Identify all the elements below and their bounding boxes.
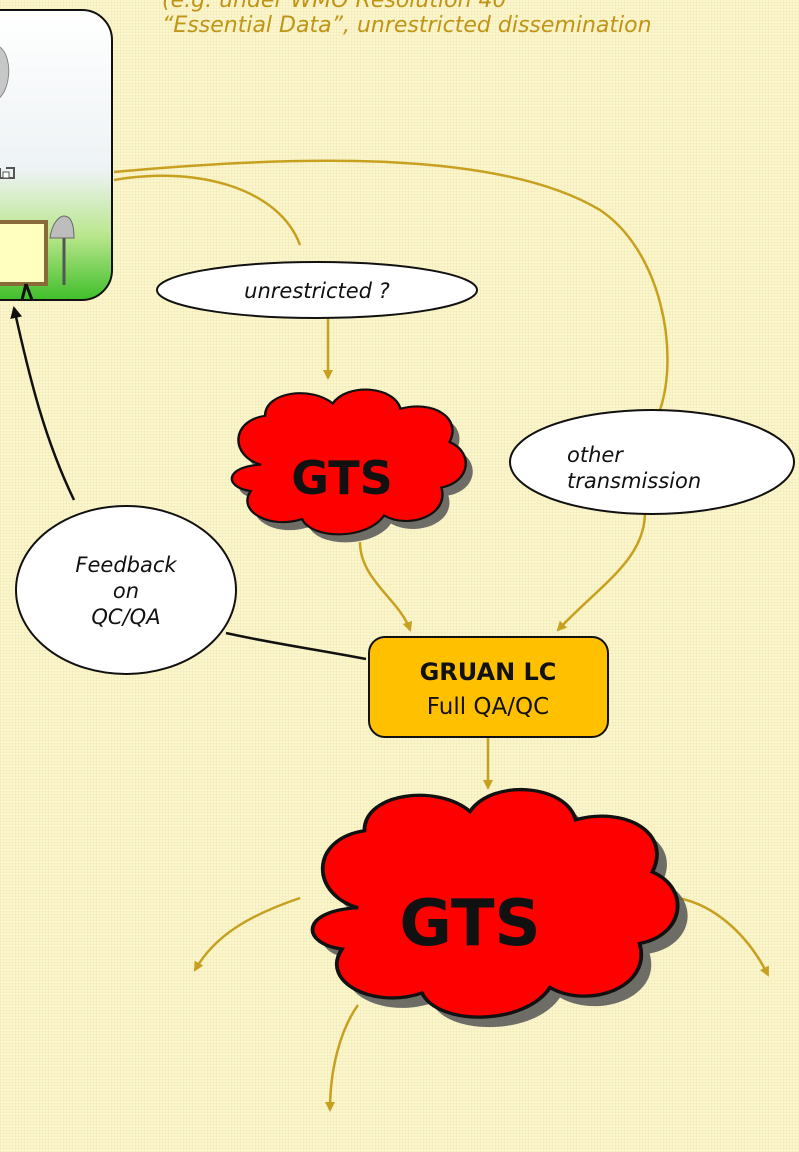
flow-station-to-other bbox=[113, 159, 669, 411]
sensor-box bbox=[0, 167, 15, 179]
gruan-lc-box: GRUAN LC Full QA/QC bbox=[368, 636, 609, 738]
flow-station-to-unrestricted bbox=[113, 174, 302, 246]
data-flows bbox=[113, 159, 770, 1112]
balloon bbox=[0, 46, 10, 99]
station-illustration bbox=[0, 9, 113, 301]
qcqa-label: QC/QA bbox=[91, 605, 160, 629]
gts-cloud-top: GTS bbox=[230, 388, 473, 543]
gts-bottom-label: GTS bbox=[399, 887, 540, 961]
unrestricted-label: unrestricted ? bbox=[244, 279, 390, 303]
lc-subtitle: Full QA/QC bbox=[427, 694, 549, 720]
flow-out-bottom bbox=[325, 1004, 360, 1112]
feedback-label: Feedback bbox=[75, 553, 177, 577]
gts-top-label: GTS bbox=[291, 451, 392, 505]
flow-out-right bbox=[677, 896, 770, 977]
other-transmission-node: other transmission bbox=[509, 409, 795, 515]
flow-out-left bbox=[193, 896, 301, 972]
feedback-lines bbox=[10, 306, 367, 661]
feedback-node: Feedback on QC/QA bbox=[15, 505, 237, 675]
feedback-to-station bbox=[10, 306, 76, 501]
on-label: on bbox=[113, 579, 139, 603]
flow-other-to-lc bbox=[556, 511, 647, 632]
feedback-from-lc bbox=[225, 631, 367, 661]
header-line-1: (e.g. under WMO Resolution 40 bbox=[162, 0, 507, 13]
transmission-label: transmission bbox=[567, 469, 701, 493]
unrestricted-node: unrestricted ? bbox=[156, 261, 478, 319]
flow-gts-to-lc bbox=[358, 541, 413, 632]
header-line-2: “Essential Data”, unrestricted dissemina… bbox=[162, 13, 652, 38]
gts-cloud-bottom: GTS bbox=[310, 787, 688, 1028]
antenna-dome bbox=[49, 215, 75, 239]
screen-box bbox=[0, 220, 48, 286]
other-label: other bbox=[567, 443, 624, 467]
lc-title: GRUAN LC bbox=[420, 658, 557, 686]
